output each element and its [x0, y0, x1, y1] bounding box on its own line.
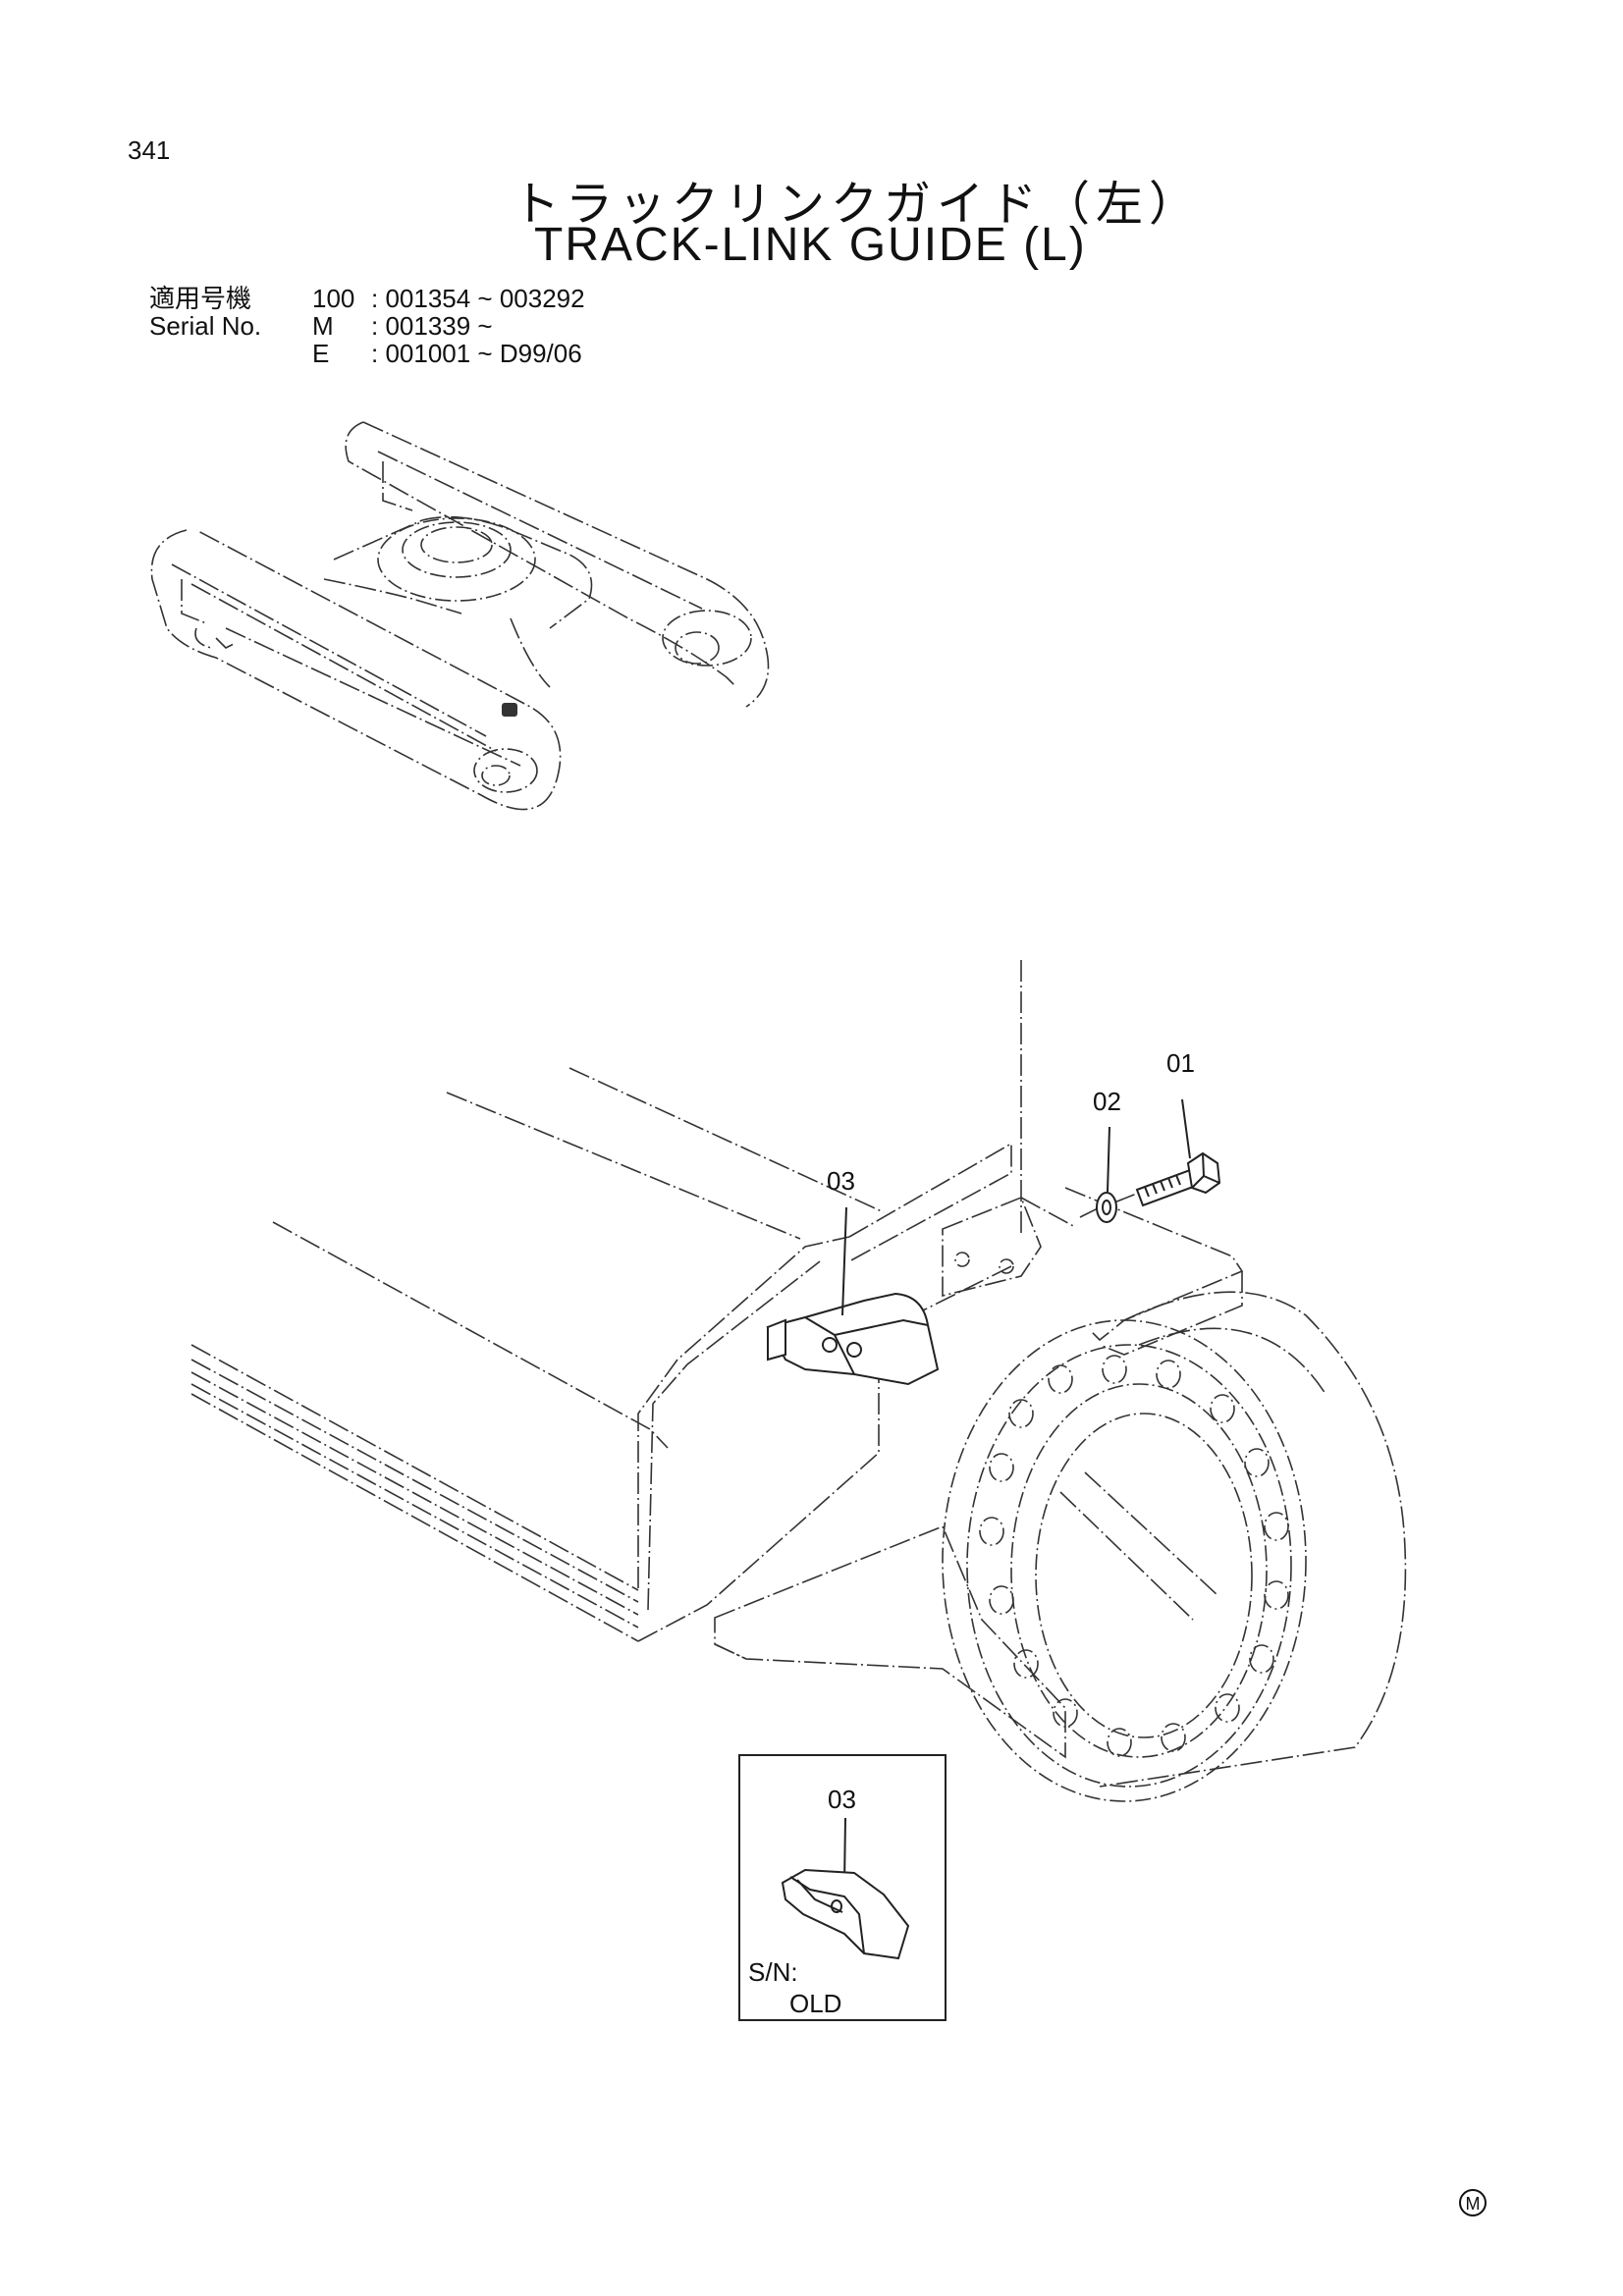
leader-line-03: [841, 1206, 847, 1316]
inset-serial-value: OLD: [789, 1989, 841, 2018]
undercarriage-overview-drawing: [150, 421, 770, 811]
washer-part: [1096, 1192, 1117, 1223]
serial-range: : 001354 ~ 003292: [371, 284, 585, 313]
callout-02: 02: [1093, 1087, 1121, 1116]
bolt-part: [1135, 1151, 1221, 1207]
leader-line-02: [1107, 1126, 1110, 1193]
serial-label-japanese: 適用号機: [149, 284, 252, 313]
serial-model: E: [312, 339, 330, 368]
page-number: 341: [128, 135, 171, 165]
page-title-english: TRACK-LINK GUIDE (L): [534, 219, 1087, 271]
callout-01: 01: [1166, 1048, 1195, 1078]
manufacturer-mark: M: [1459, 2189, 1487, 2216]
serial-label-english: Serial No.: [149, 311, 262, 341]
footer-mark-letter: M: [1466, 2194, 1481, 2214]
old-part-inset: 03 S/N: OLD: [738, 1754, 947, 2021]
callout-03: 03: [827, 1166, 855, 1196]
serial-model: M: [312, 311, 334, 341]
leader-line-01: [1181, 1098, 1191, 1159]
inset-callout-03: 03: [828, 1785, 856, 1814]
serial-range: : 001001 ~ D99/06: [371, 339, 582, 368]
track-frame-exploded-drawing: [190, 960, 1407, 1802]
serial-model: 100: [312, 284, 355, 313]
track-link-guide-part: [766, 1292, 940, 1386]
page-title-japanese: トラックリンクガイド（左）: [513, 177, 1203, 232]
inset-serial-label: S/N:: [748, 1957, 798, 1987]
old-track-link-guide-part: [781, 1868, 910, 1960]
inset-frame: [738, 1754, 947, 2021]
serial-range: : 001339 ~: [371, 311, 493, 341]
